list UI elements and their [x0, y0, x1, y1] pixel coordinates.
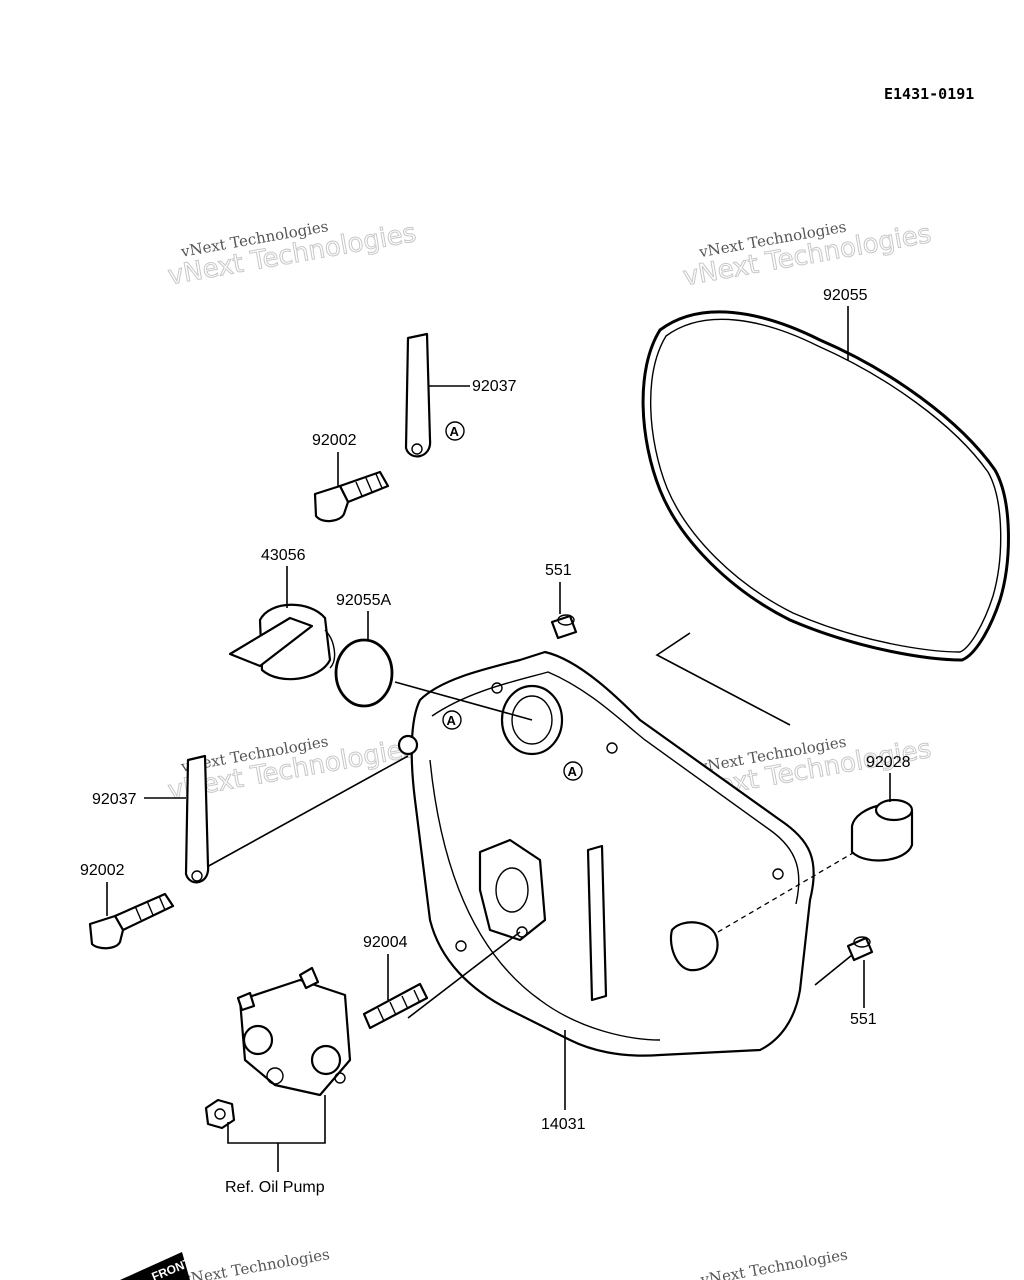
alignment-line [655, 632, 791, 726]
alignment-line [717, 849, 859, 933]
front-arrow-badge: FRONT [120, 1252, 194, 1280]
oring-92055A[interactable] [334, 638, 394, 708]
label-92055: 92055 [823, 287, 868, 304]
svg-text:A: A [568, 764, 578, 779]
label-92037-top: 92037 [472, 378, 517, 395]
dowel-551-top[interactable] [550, 614, 578, 640]
oil-pump[interactable] [236, 966, 352, 1097]
label-92004: 92004 [363, 934, 408, 951]
marker-a: A [445, 421, 465, 441]
watermark-top-left: vNext Technologies vNext Technologies [165, 217, 419, 292]
oil-pump-nut[interactable] [204, 1098, 236, 1130]
label-14031: 14031 [541, 1116, 586, 1133]
label-92037-left: 92037 [92, 791, 137, 808]
alignment-line [394, 681, 533, 721]
marker-a: A [442, 710, 462, 730]
watermark-bottom-right: vNext Technologies [698, 1245, 849, 1280]
label-43056: 43056 [261, 547, 306, 564]
watermark-bottom-left: vNext Technologies [180, 1245, 331, 1280]
label-92055A: 92055A [336, 592, 391, 609]
ref-oil-pump-note: Ref. Oil Pump [225, 1179, 325, 1196]
gasket-92055[interactable] [641, 310, 1010, 662]
clamp-92037-left[interactable] [184, 754, 210, 884]
watermark-text: vNext Technologies [698, 1245, 849, 1280]
clamp-92037-top[interactable] [404, 332, 432, 458]
watermark-text: vNext Technologies [180, 1245, 331, 1280]
svg-text:A: A [450, 424, 460, 439]
label-92028: 92028 [866, 754, 911, 771]
cap-43056[interactable] [228, 603, 336, 681]
bracket-line [227, 1095, 326, 1144]
label-92002-top: 92002 [312, 432, 357, 449]
label-551-top: 551 [545, 562, 572, 579]
label-551-right: 551 [850, 1011, 877, 1028]
cover-14031[interactable] [397, 650, 815, 1057]
alignment-line [204, 755, 409, 869]
stud-92004[interactable] [362, 982, 429, 1030]
diagram-code: E1431-0191 [884, 85, 974, 103]
watermark-top-right: vNext Technologies vNext Technologies [680, 218, 934, 293]
bushing-92028[interactable] [850, 798, 914, 862]
alignment-line [814, 954, 853, 986]
marker-a: A [563, 761, 583, 781]
dowel-551-right[interactable] [846, 936, 874, 962]
alignment-line [407, 931, 521, 1019]
bolt-92002-left[interactable] [88, 892, 175, 950]
svg-text:A: A [447, 713, 457, 728]
bolt-92002-top[interactable] [313, 470, 390, 523]
label-92002-left: 92002 [80, 862, 125, 879]
